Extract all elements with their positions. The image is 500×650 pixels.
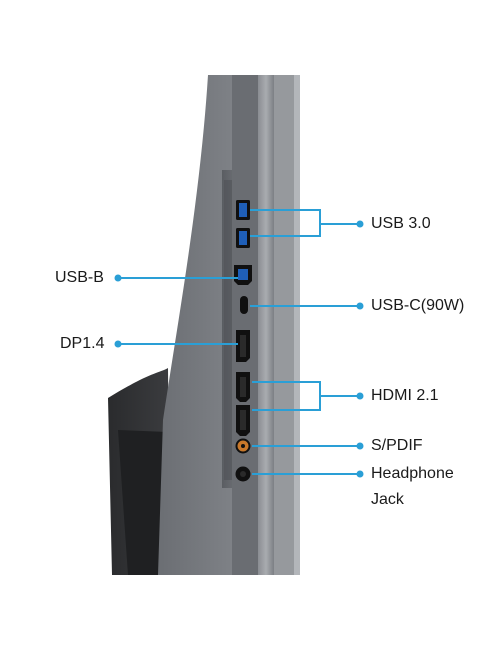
label-headphone-line2: Jack [371, 491, 404, 508]
label-dp: DP1.4 [60, 335, 105, 352]
label-spdif: S/PDIF [371, 437, 423, 454]
hdmi-port-1 [236, 372, 250, 402]
displayport-port [236, 330, 250, 362]
usb3-port-1 [236, 200, 250, 220]
callout-lines [118, 209, 360, 475]
hdmi-port-2 [236, 405, 250, 436]
spdif-port [235, 438, 251, 454]
usbc-port [240, 296, 248, 314]
label-headphone-line1: Headphone [371, 465, 454, 482]
monitor-bezel-edge [232, 75, 300, 575]
label-usbc: USB-C(90W) [371, 297, 465, 314]
monitor-back-housing [158, 75, 232, 575]
label-usbb: USB-B [55, 269, 104, 286]
label-usb3: USB 3.0 [371, 215, 431, 232]
usb3-port-2 [236, 228, 250, 248]
headphone-port [235, 466, 251, 482]
monitor-stand [108, 368, 170, 575]
usbb-port [234, 265, 252, 285]
label-hdmi: HDMI 2.1 [371, 387, 439, 404]
callout-dots [114, 220, 364, 478]
